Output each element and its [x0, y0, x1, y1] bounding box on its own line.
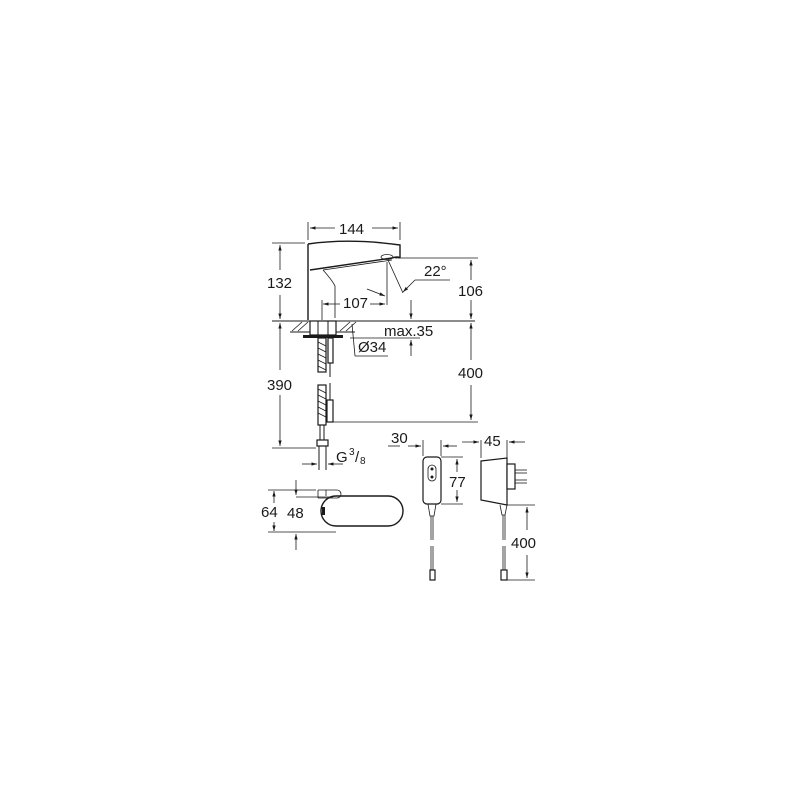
- faucet-top-view: 64 48: [261, 480, 404, 550]
- supply-hose: [316, 337, 334, 470]
- dim-34-label: Ø34: [358, 339, 386, 356]
- dim-45-label: 45: [484, 433, 501, 450]
- dim-spray-angle: 22°: [387, 259, 450, 294]
- deck-section: [272, 320, 475, 338]
- dim-max-deck-thickness: max.35: [350, 300, 433, 356]
- dim-top-width-64: 64: [261, 489, 336, 533]
- dim-400-label: 400: [458, 365, 483, 382]
- dim-132-label: 132: [267, 275, 292, 292]
- dim-ps-400-label: 400: [511, 535, 536, 552]
- dim-sensor-cable: 400: [333, 323, 483, 423]
- dim-ps-width-30: 30: [388, 430, 457, 456]
- dim-ps-depth-45: 45: [462, 433, 525, 458]
- dim-max35-label: max.35: [384, 323, 433, 340]
- dim-107-label: 107: [343, 295, 368, 312]
- dim-144-label: 144: [339, 221, 364, 238]
- dim-spout-reach: 107: [323, 262, 388, 312]
- dim-ps-cable-400: 400: [507, 504, 536, 581]
- dim-thread-num: 3: [349, 447, 355, 458]
- dim-thread-g: G: [336, 449, 348, 466]
- dim-mounting-hole: Ø34: [351, 323, 388, 357]
- dim-48-label: 48: [287, 505, 304, 522]
- dim-outlet-height: 106: [395, 257, 483, 319]
- dim-hose-length: 390: [267, 323, 316, 449]
- dim-ps-height-77: 77: [441, 456, 466, 505]
- dim-64-label: 64: [261, 504, 278, 521]
- power-supply-front-view: 30 77: [388, 430, 466, 581]
- faucet-body: [307, 240, 401, 320]
- dim-spout-projection: 144: [307, 221, 401, 240]
- dim-total-height: 132: [267, 242, 305, 319]
- dim-106-label: 106: [458, 283, 483, 300]
- dim-30-label: 30: [391, 430, 408, 447]
- dim-thread-den: 8: [360, 456, 366, 467]
- dim-390-label: 390: [267, 377, 292, 394]
- dim-top-body-48: 48: [287, 480, 333, 550]
- faucet-side-view: 144 132 106 22° 107: [267, 221, 483, 470]
- power-supply-side-view: 45 400: [462, 433, 536, 581]
- dim-connection-thread: G 3 / 8: [302, 447, 366, 467]
- dim-22deg-label: 22°: [424, 263, 447, 280]
- dim-77-label: 77: [449, 474, 466, 491]
- dim-thread-slash: /: [355, 449, 360, 466]
